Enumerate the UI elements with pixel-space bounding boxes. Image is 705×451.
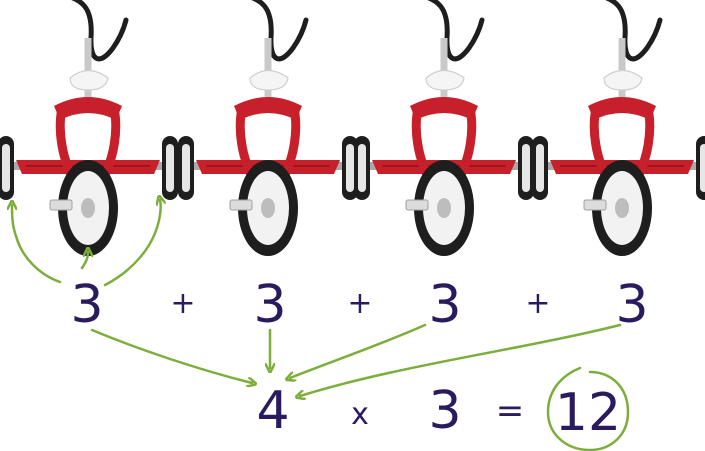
addend-3: 3 — [428, 275, 461, 335]
tricycle-2 — [178, 0, 358, 256]
tricycle-3 — [354, 0, 534, 256]
product-result: 12 — [555, 383, 621, 443]
wheel-count-arrow-left — [12, 205, 62, 284]
addend-2: 3 — [253, 275, 286, 335]
equals-sign: = — [496, 391, 525, 431]
plus-sign-2: + — [347, 286, 372, 321]
tricycle-row — [0, 0, 705, 256]
answer-circle — [546, 366, 630, 451]
multiplication-row: 4 x 3 = 12 — [256, 381, 621, 443]
factor-per-group: 3 — [428, 381, 461, 441]
arrow-layer — [12, 200, 630, 451]
group-arrow-3 — [290, 323, 427, 378]
group-arrow-1 — [90, 328, 252, 383]
addend-1: 3 — [70, 275, 103, 335]
addition-row: 3 + 3 + 3 + 3 — [70, 275, 648, 335]
wheel-count-arrow-right — [103, 200, 161, 287]
plus-sign-1: + — [170, 286, 195, 321]
times-sign: x — [351, 397, 369, 432]
wheel-count-arrow-middle — [80, 252, 88, 270]
addend-4: 3 — [615, 275, 648, 335]
tricycle-1 — [0, 0, 178, 256]
factor-groups: 4 — [256, 381, 289, 441]
plus-sign-3: + — [525, 286, 550, 321]
group-arrow-4 — [300, 323, 622, 396]
tricycle-4 — [532, 0, 705, 256]
